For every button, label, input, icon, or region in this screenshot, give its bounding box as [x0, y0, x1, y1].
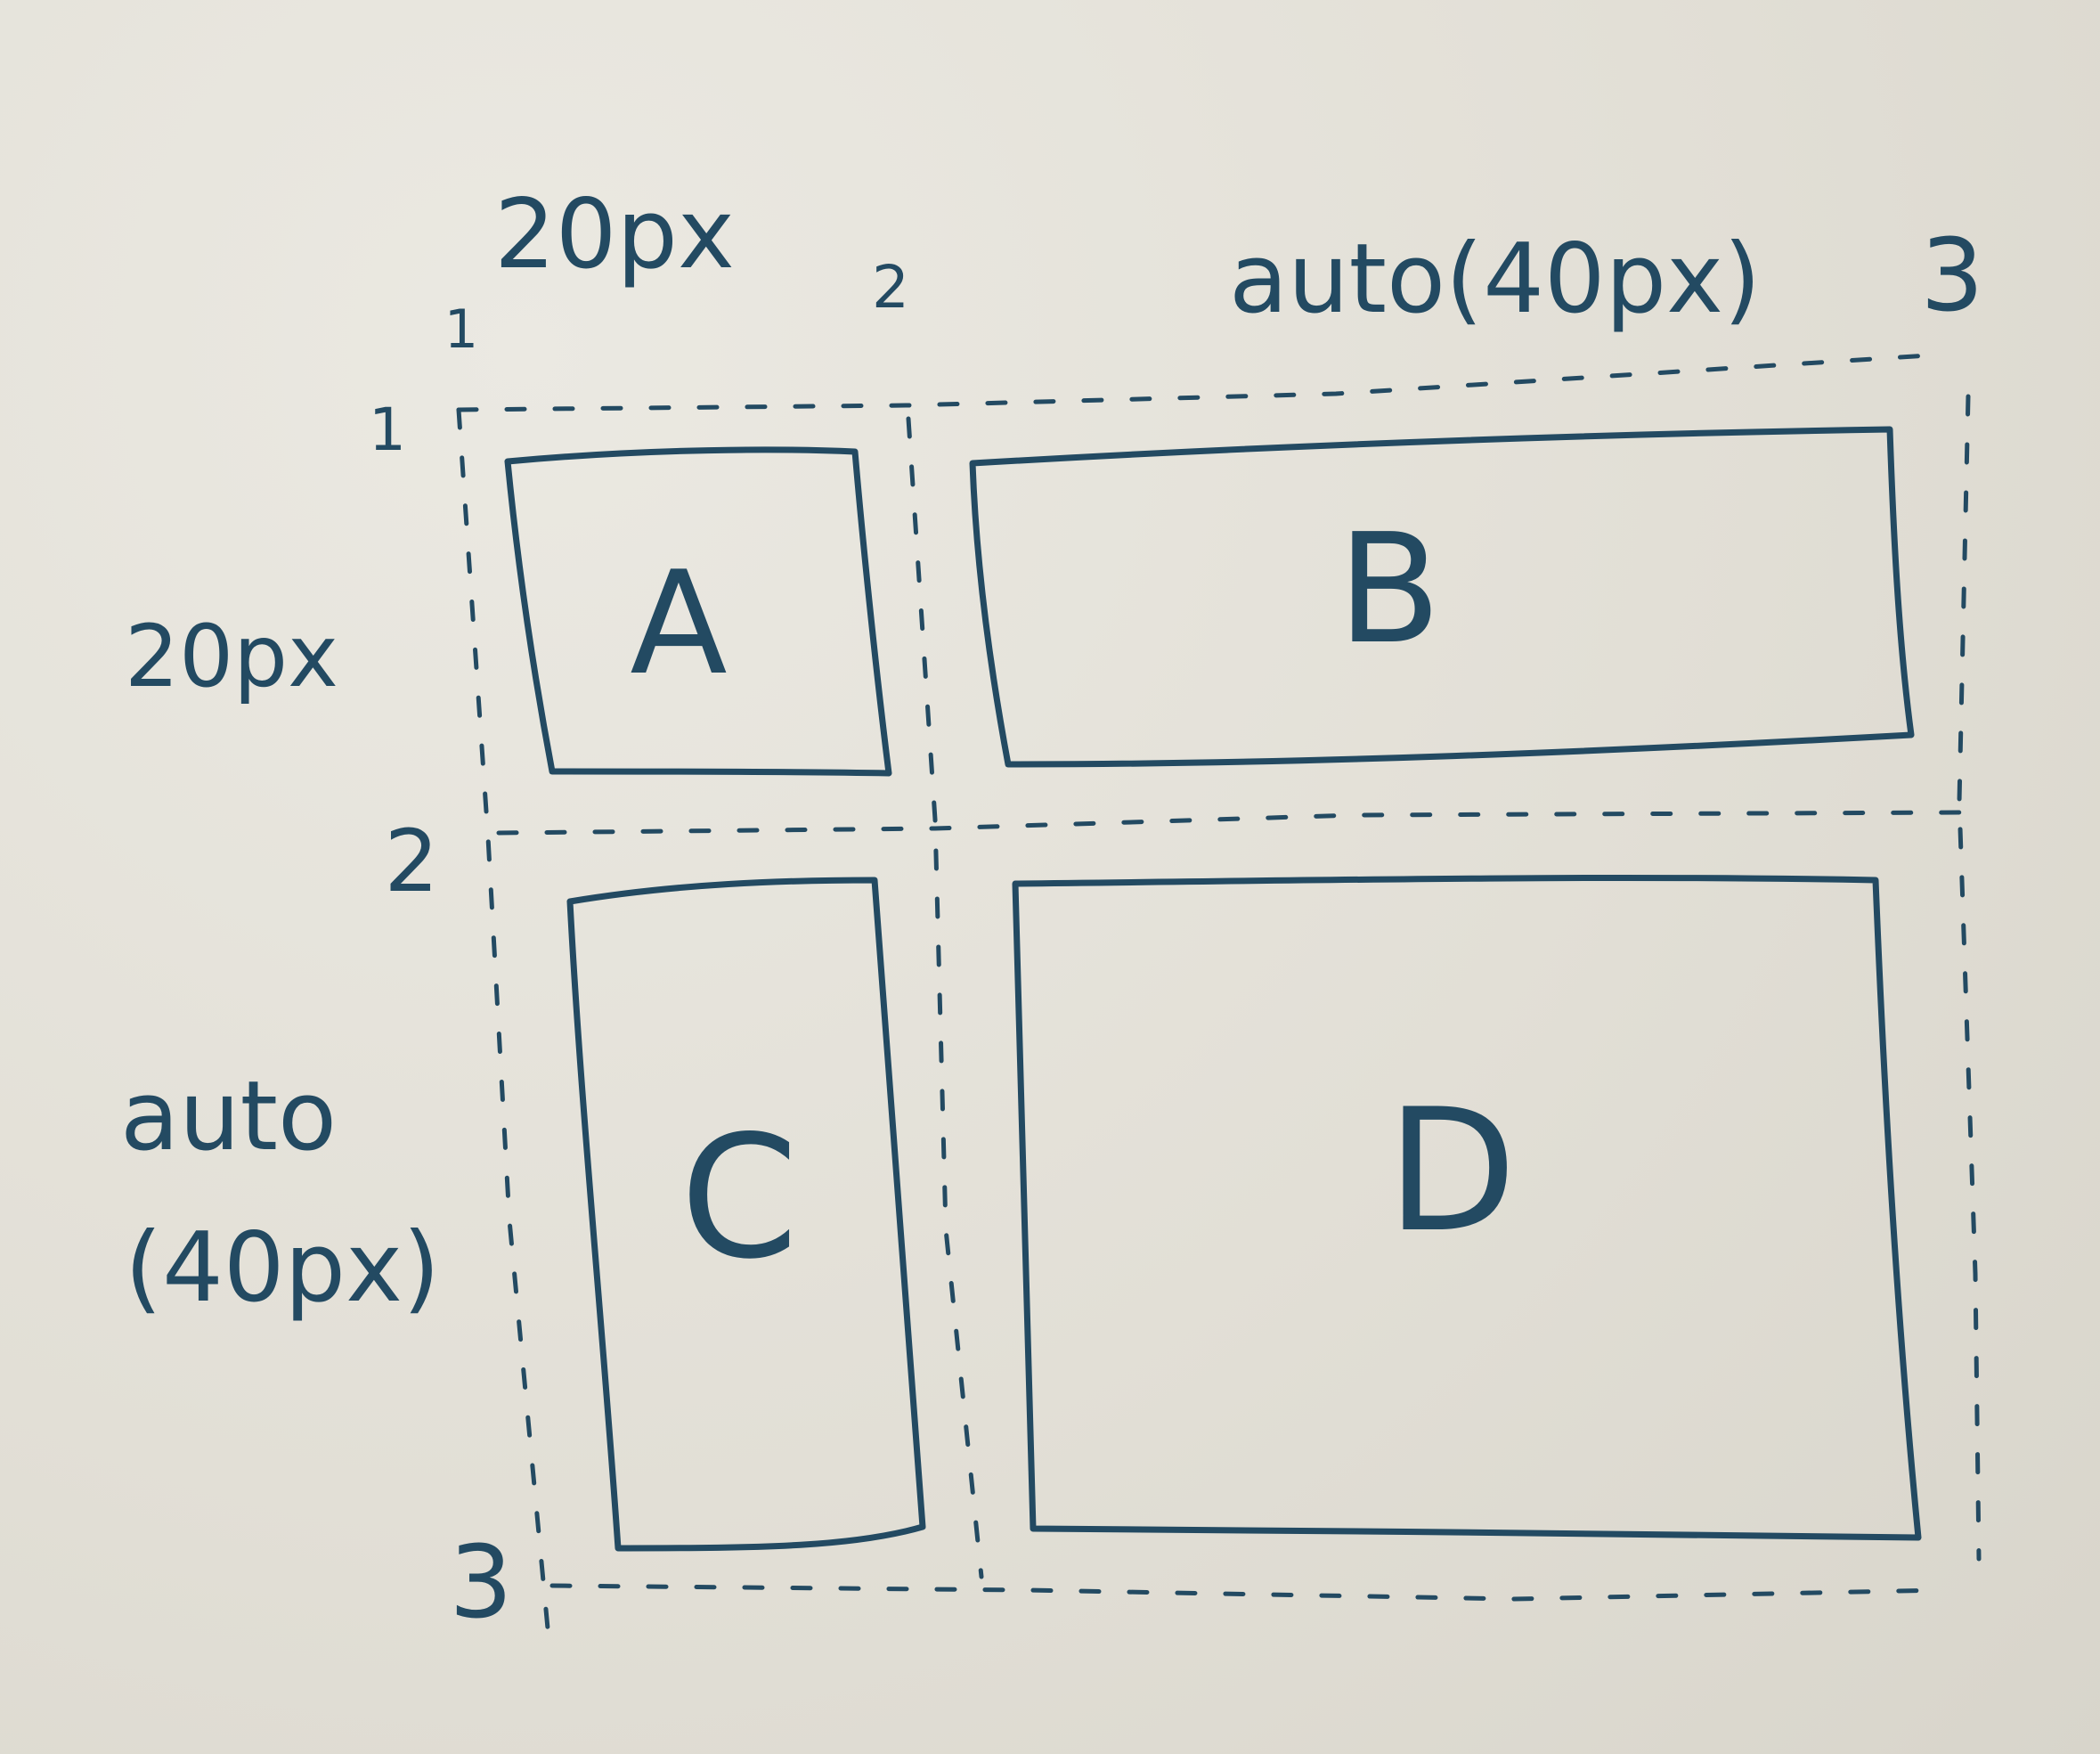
grid-row-line-2	[496, 810, 1966, 836]
item-c-label: C	[680, 1099, 799, 1296]
column-track-label-1: 20px	[494, 179, 735, 290]
item-d-label: D	[1387, 1073, 1517, 1269]
row-track-label-1: 20px	[125, 607, 338, 706]
column-track-label-2: auto(40px)	[1229, 224, 1761, 335]
grid-bottom-line	[549, 1583, 1944, 1602]
item-b-label: B	[1338, 502, 1442, 678]
row-track-label-2: auto	[120, 1061, 337, 1172]
grid-top-line	[456, 352, 1944, 412]
row-line-number-1: 1	[369, 396, 406, 464]
grid-lines	[456, 352, 1982, 1660]
row-track-label-3: (40px)	[125, 1212, 440, 1324]
column-annotations: 20px auto(40px) 1 2 3	[444, 179, 1984, 361]
item-b-box	[969, 426, 1915, 768]
item-d-box	[1012, 874, 1922, 1541]
grid-column-line-2	[906, 416, 984, 1579]
row-annotations: 20px auto (40px) 1 2 3	[120, 396, 513, 1641]
column-line-number-1: 1	[444, 298, 478, 361]
grid-items	[504, 426, 1922, 1552]
grid-left-line	[456, 407, 553, 1660]
column-line-number-3: 3	[1920, 218, 1983, 334]
row-line-number-3: 3	[449, 1525, 512, 1641]
grid-right-line	[1957, 394, 1982, 1562]
item-letters: A B C D	[630, 502, 1517, 1296]
item-c-box	[566, 877, 926, 1552]
item-a-label: A	[630, 540, 727, 706]
row-line-number-2: 2	[384, 812, 438, 911]
column-line-number-2: 2	[872, 253, 909, 322]
item-a-box	[504, 446, 892, 777]
